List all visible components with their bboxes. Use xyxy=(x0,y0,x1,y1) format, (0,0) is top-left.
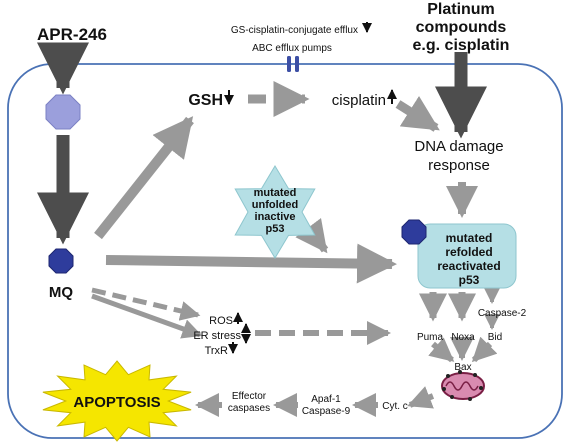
bid-label: Bid xyxy=(488,332,502,343)
gs-efflux-label: GS-cisplatin-conjugate efflux xyxy=(231,25,358,36)
platinum-label-line3: e.g. cisplatin xyxy=(413,37,510,54)
unfolded-p53-line4: p53 xyxy=(266,223,285,235)
ddr-label-line2: response xyxy=(428,157,490,174)
caspase9-label: Caspase-9 xyxy=(302,406,351,417)
bound-mq-octagon xyxy=(401,219,427,245)
reactivated-p53-line4: p53 xyxy=(459,273,480,287)
noxa-label: Noxa xyxy=(451,332,475,343)
caspase2-label: Caspase-2 xyxy=(478,308,527,319)
mitochondrion-icon xyxy=(441,370,485,401)
effector-label: Effector xyxy=(232,391,267,402)
cytc-label: Cyt. c xyxy=(382,401,408,412)
arrow-mito-to-cytc xyxy=(407,386,435,409)
apoptosis-burst xyxy=(42,360,192,442)
platinum-label-line2: compounds xyxy=(416,19,507,36)
apaf1-label: Apaf-1 xyxy=(311,394,341,405)
arrow-puma-to-bax xyxy=(428,337,455,363)
apr246-label: APR-246 xyxy=(37,25,107,44)
er-stress-label: ER stress xyxy=(193,330,241,342)
trxr-label: TrxR xyxy=(205,345,228,357)
puma-label: Puma xyxy=(417,332,444,343)
unfolded-p53-line1: mutated xyxy=(254,187,297,199)
reactivated-p53-line1: mutated xyxy=(446,231,493,245)
gsh-label: GSH xyxy=(188,92,223,109)
platinum-label-line1: Platinum xyxy=(427,1,495,18)
ros-label: ROS xyxy=(209,315,233,327)
unfolded-p53-line2: unfolded xyxy=(252,199,298,211)
arrow-bid-to-bax xyxy=(471,336,498,363)
cell-membrane xyxy=(7,63,563,439)
caspases-label: caspases xyxy=(228,403,270,414)
unfolded-p53-star xyxy=(234,165,316,259)
mq-octagon xyxy=(48,248,74,274)
ddr-label-line1: DNA damage xyxy=(414,138,503,155)
reactivated-p53-line3: reactivated xyxy=(437,259,500,273)
abc-pumps-label: ABC efflux pumps xyxy=(252,43,332,54)
mq-label: MQ xyxy=(49,284,73,301)
efflux-pump-icon xyxy=(287,56,299,72)
bax-label: Bax xyxy=(454,362,471,373)
reactivated-p53-line2: refolded xyxy=(445,245,492,259)
arrow-mq-to-er-stress xyxy=(91,293,203,339)
arrow-cisplatin-to-ddr xyxy=(395,95,440,132)
apr246-prodrug-octagon xyxy=(45,94,81,130)
arrow-mq-to-p53 xyxy=(105,243,397,284)
reactivated-p53-box xyxy=(417,223,517,289)
arrow-mq-to-ros xyxy=(91,287,201,321)
unfolded-p53-line3: inactive xyxy=(255,211,296,223)
apoptosis-label: APOPTOSIS xyxy=(73,394,160,411)
arrow-mq-to-gsh xyxy=(94,116,194,240)
cisplatin-label: cisplatin xyxy=(332,92,386,109)
